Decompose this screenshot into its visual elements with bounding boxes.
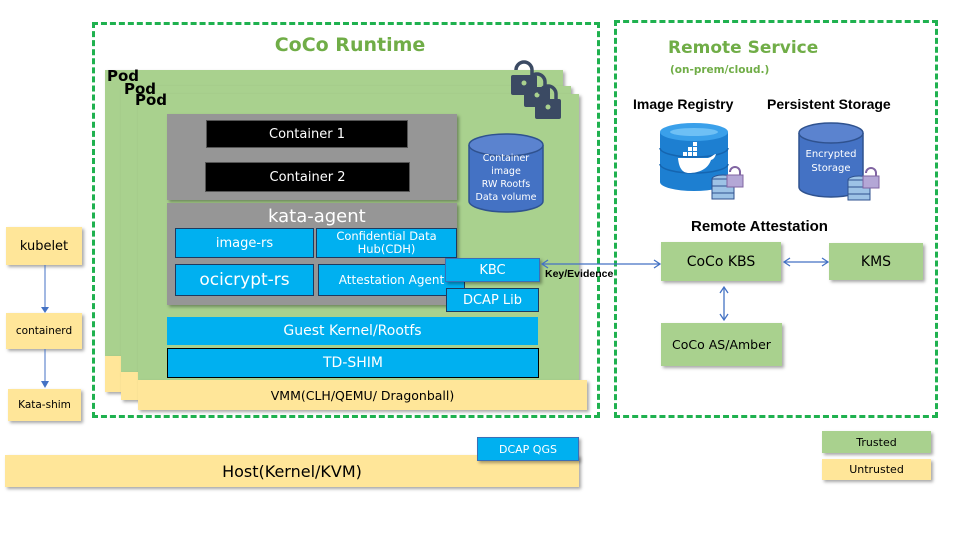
remote-service-subtitle: (on-prem/cloud.) — [670, 64, 770, 76]
data-volume-cylinder — [468, 133, 544, 213]
guest-kernel-box[interactable]: Guest Kernel/Rootfs — [167, 317, 538, 345]
kata-shim-box[interactable]: Kata-shim — [8, 389, 81, 421]
persistent-storage-icon — [798, 122, 880, 201]
dcap-lib-box[interactable]: DCAP Lib — [446, 288, 539, 312]
volume-line-4: Data volume — [475, 192, 537, 203]
container-2[interactable]: Container 2 — [205, 162, 410, 192]
cdh-line-2: Hub(CDH) — [357, 242, 416, 256]
lock-icon — [535, 84, 561, 119]
coco-as-box[interactable]: CoCo AS/Amber — [661, 323, 782, 366]
coco-runtime-region — [92, 22, 600, 418]
flow-arrows — [41, 265, 49, 388]
pod-label-3: Pod — [135, 91, 168, 109]
encrypted-line-1: Encrypted — [805, 149, 857, 160]
data-volume-label: Container image RW Rootfs Data volume — [468, 152, 544, 204]
pod-label-2: Pod — [124, 80, 157, 98]
volume-line-2: image — [491, 166, 521, 177]
coco-kbs-box[interactable]: CoCo KBS — [661, 242, 781, 281]
docker-whale-icon — [678, 142, 716, 173]
arrow-head-icon — [41, 307, 49, 313]
volume-line-3: RW Rootfs — [481, 179, 531, 190]
encrypted-storage-label: Encrypted Storage — [798, 148, 864, 176]
kata-agent-title: kata-agent — [268, 206, 366, 227]
vmm-box[interactable]: VMM(CLH/QEMU/ Dragonball) — [138, 380, 587, 410]
attestation-agent-box[interactable]: Attestation Agent — [318, 264, 465, 296]
remote-attestation-title: Remote Attestation — [691, 218, 828, 235]
pod-label-1: Pod — [107, 67, 140, 85]
coco-runtime-title: CoCo Runtime — [274, 34, 426, 56]
key-evidence-label: Key/Evidence — [545, 268, 614, 280]
db-lock-icon — [711, 166, 744, 200]
kbc-box[interactable]: KBC — [445, 258, 540, 282]
persistent-storage-title: Persistent Storage — [767, 96, 891, 112]
remote-service-region — [614, 20, 938, 418]
dcap-qgs-box[interactable]: DCAP QGS — [477, 437, 579, 461]
lock-icons — [511, 60, 561, 119]
arrow-head-icon — [41, 381, 49, 388]
kms-box[interactable]: KMS — [829, 243, 923, 280]
image-registry-icon — [659, 123, 744, 200]
legend-untrusted: Untrusted — [822, 459, 931, 480]
remote-service-title: Remote Service — [668, 38, 819, 58]
image-registry-title: Image Registry — [633, 96, 734, 112]
legend-trusted: Trusted — [822, 431, 931, 453]
td-shim-box[interactable]: TD-SHIM — [167, 348, 539, 378]
container-1[interactable]: Container 1 — [206, 120, 408, 148]
db-lock-icon — [847, 167, 880, 201]
encrypted-line-2: Storage — [811, 163, 851, 174]
image-rs-box[interactable]: image-rs — [175, 228, 314, 258]
ocicrypt-rs-box[interactable]: ocicrypt-rs — [175, 264, 314, 296]
cdh-box[interactable]: Confidential Data Hub(CDH) — [316, 228, 457, 258]
containerd-box[interactable]: containerd — [6, 313, 82, 349]
volume-line-1: Container — [482, 153, 530, 164]
kubelet-box[interactable]: kubelet — [6, 227, 82, 265]
cdh-line-1: Confidential Data — [336, 229, 437, 243]
